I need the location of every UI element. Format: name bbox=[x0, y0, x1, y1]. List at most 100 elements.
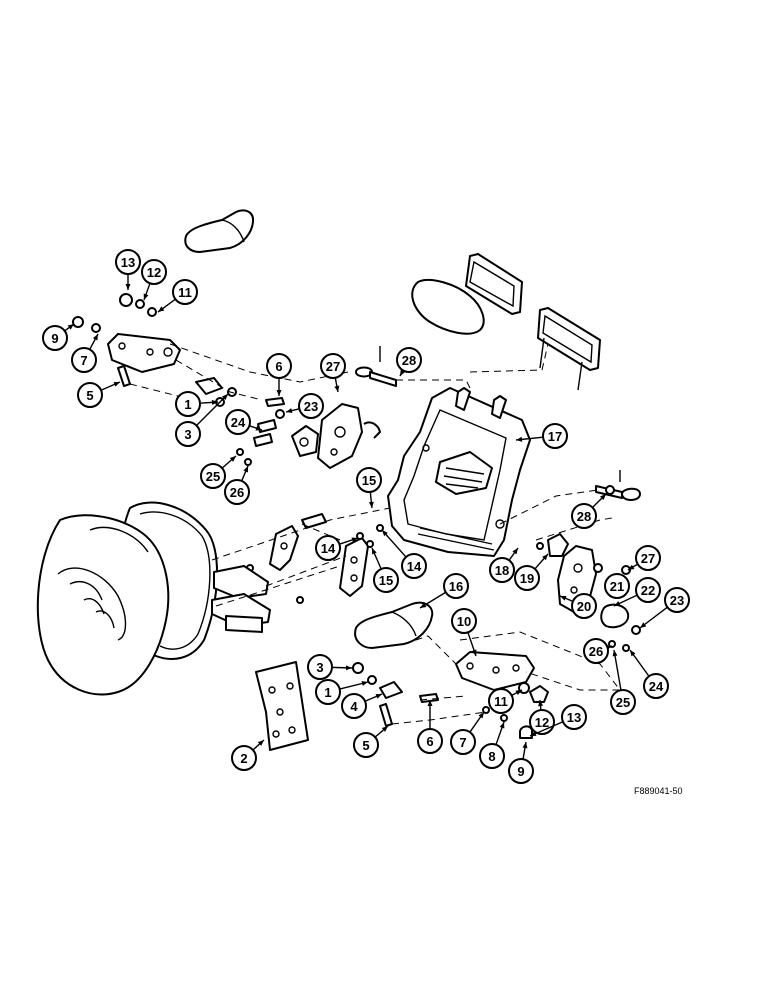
callout-3-left: 3 bbox=[175, 393, 229, 447]
leader-arrowhead bbox=[515, 690, 522, 695]
callout-25-right: 25 bbox=[610, 649, 636, 715]
callout-circle bbox=[225, 409, 251, 435]
callout-5-lower: 5 bbox=[353, 725, 389, 758]
callout-24-right: 24 bbox=[629, 649, 669, 699]
leader-arrowhead bbox=[599, 494, 606, 501]
headrest-bracket bbox=[537, 307, 601, 391]
callout-circle bbox=[71, 347, 97, 373]
callout-number: 26 bbox=[230, 485, 244, 500]
callout-circle bbox=[341, 693, 367, 719]
callout-number: 22 bbox=[641, 583, 655, 598]
leader-arrowhead bbox=[92, 334, 98, 341]
callout-number: 1 bbox=[324, 685, 331, 700]
callout-number: 25 bbox=[206, 469, 220, 484]
callout-number: 14 bbox=[321, 541, 336, 556]
mounting-plate bbox=[255, 661, 309, 751]
callout-11-left: 11 bbox=[157, 279, 198, 313]
callout-number: 3 bbox=[316, 660, 323, 675]
callout-number: 26 bbox=[589, 644, 603, 659]
leader-arrowhead bbox=[255, 425, 262, 431]
callout-15-lower: 15 bbox=[371, 547, 399, 593]
leader-arrowhead bbox=[368, 501, 374, 508]
callout-number: 11 bbox=[178, 285, 192, 300]
callout-10: 10 bbox=[451, 608, 477, 657]
callout-circle bbox=[479, 743, 505, 769]
callout-5-left: 5 bbox=[77, 381, 121, 408]
callout-24-left: 24 bbox=[225, 409, 263, 435]
callout-number: 13 bbox=[121, 255, 135, 270]
leader-arrowhead bbox=[286, 408, 293, 414]
callout-28-top: 28 bbox=[396, 347, 422, 377]
callout-number: 14 bbox=[407, 559, 422, 574]
callout-3-lower: 3 bbox=[307, 654, 353, 680]
callout-circle bbox=[266, 353, 292, 379]
callout-number: 28 bbox=[577, 509, 591, 524]
leader-arrowhead bbox=[229, 456, 236, 462]
leader-arrowhead bbox=[125, 284, 131, 290]
seat-back-cushion bbox=[36, 514, 170, 696]
callout-circle bbox=[356, 467, 382, 493]
callout-circle bbox=[571, 503, 597, 529]
callout-15-upper: 15 bbox=[356, 467, 382, 509]
callout-number: 11 bbox=[494, 694, 508, 709]
seat-back-frame bbox=[387, 387, 531, 557]
callout-6-lower: 6 bbox=[417, 700, 443, 754]
stud-left bbox=[117, 365, 131, 387]
pivot-link-lower bbox=[352, 662, 439, 727]
callout-12-left: 12 bbox=[141, 259, 167, 301]
callout-23-left: 23 bbox=[285, 393, 324, 419]
callout-circle bbox=[298, 393, 324, 419]
callout-circle bbox=[231, 745, 257, 771]
callout-number: 23 bbox=[670, 593, 684, 608]
leader-arrowhead bbox=[471, 649, 477, 656]
leader-arrowhead bbox=[499, 722, 505, 729]
leader-arrowhead bbox=[538, 700, 544, 707]
leader-arrowhead bbox=[560, 596, 567, 601]
leader-arrowhead bbox=[113, 382, 120, 387]
callout-circle bbox=[42, 325, 68, 351]
callout-number: 15 bbox=[362, 473, 376, 488]
callout-number: 2 bbox=[240, 751, 247, 766]
armrest-pad-top bbox=[184, 209, 255, 253]
callout-number: 24 bbox=[649, 679, 664, 694]
callout-26-left: 26 bbox=[224, 465, 250, 505]
leader-arrowhead bbox=[257, 740, 264, 746]
callout-number: 6 bbox=[275, 359, 282, 374]
leader-arrowhead bbox=[512, 548, 518, 555]
callout-16: 16 bbox=[419, 573, 469, 609]
callout-number: 17 bbox=[548, 429, 562, 444]
leader-line bbox=[613, 649, 622, 691]
callout-22: 22 bbox=[613, 577, 661, 607]
callout-circle bbox=[401, 553, 427, 579]
callout-circle bbox=[172, 279, 198, 305]
armrest-pad-lower bbox=[354, 601, 434, 649]
callout-circle bbox=[542, 423, 568, 449]
callout-number: 21 bbox=[610, 579, 624, 594]
leader-arrowhead bbox=[375, 694, 382, 699]
callout-21: 21 bbox=[604, 573, 630, 599]
leader-arrowhead bbox=[143, 293, 149, 300]
callout-2: 2 bbox=[231, 739, 265, 771]
leader-arrowhead bbox=[530, 731, 537, 736]
callout-number: 25 bbox=[616, 695, 630, 710]
leader-arrowhead bbox=[614, 601, 621, 606]
callout-circle bbox=[443, 573, 469, 599]
callout-circle bbox=[514, 565, 540, 591]
callout-circle bbox=[610, 689, 636, 715]
callout-circle bbox=[396, 347, 422, 373]
callout-circle bbox=[583, 638, 609, 664]
callout-20: 20 bbox=[559, 593, 597, 619]
seat-straps bbox=[211, 565, 271, 633]
callout-circle bbox=[508, 758, 534, 784]
callout-1-lower: 1 bbox=[315, 679, 369, 705]
leader-arrowhead bbox=[351, 537, 358, 543]
callout-circle bbox=[635, 545, 661, 571]
callout-circle bbox=[561, 704, 587, 730]
callout-number: 6 bbox=[426, 734, 433, 749]
callout-19: 19 bbox=[514, 553, 549, 591]
figure-reference-code: F889041-50 bbox=[634, 786, 683, 796]
callout-26-right: 26 bbox=[583, 638, 613, 664]
callout-circle bbox=[141, 259, 167, 285]
callout-13-lower: 13 bbox=[529, 704, 587, 737]
